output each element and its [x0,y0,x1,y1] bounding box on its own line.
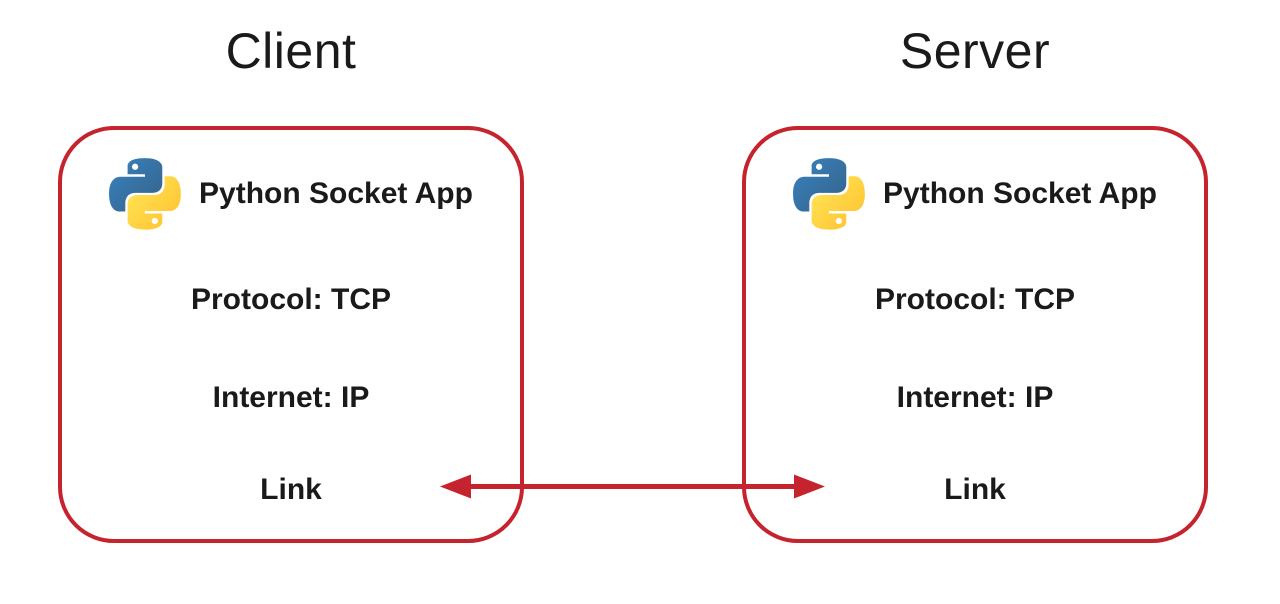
client-internet-label: Internet: IP [212,381,370,414]
python-logo-icon [793,158,865,230]
server-title: Server [899,23,1051,79]
server-app-label: Python Socket App [883,177,1157,210]
client-link-label: Link [260,473,322,506]
client-app-row: Python Socket App [62,152,520,236]
server-app-row: Python Socket App [746,152,1204,236]
client-title: Client [225,23,357,79]
client-transport-label: Protocol: TCP [191,283,391,316]
client-app-label: Python Socket App [199,177,473,210]
server-internet-label: Internet: IP [896,381,1054,414]
client-box: Python Socket App Protocol: TCP Internet… [58,126,524,543]
server-link-label: Link [944,473,1006,506]
server-box: Python Socket App Protocol: TCP Internet… [742,126,1208,543]
server-transport-label: Protocol: TCP [875,283,1075,316]
python-logo-icon [109,158,181,230]
